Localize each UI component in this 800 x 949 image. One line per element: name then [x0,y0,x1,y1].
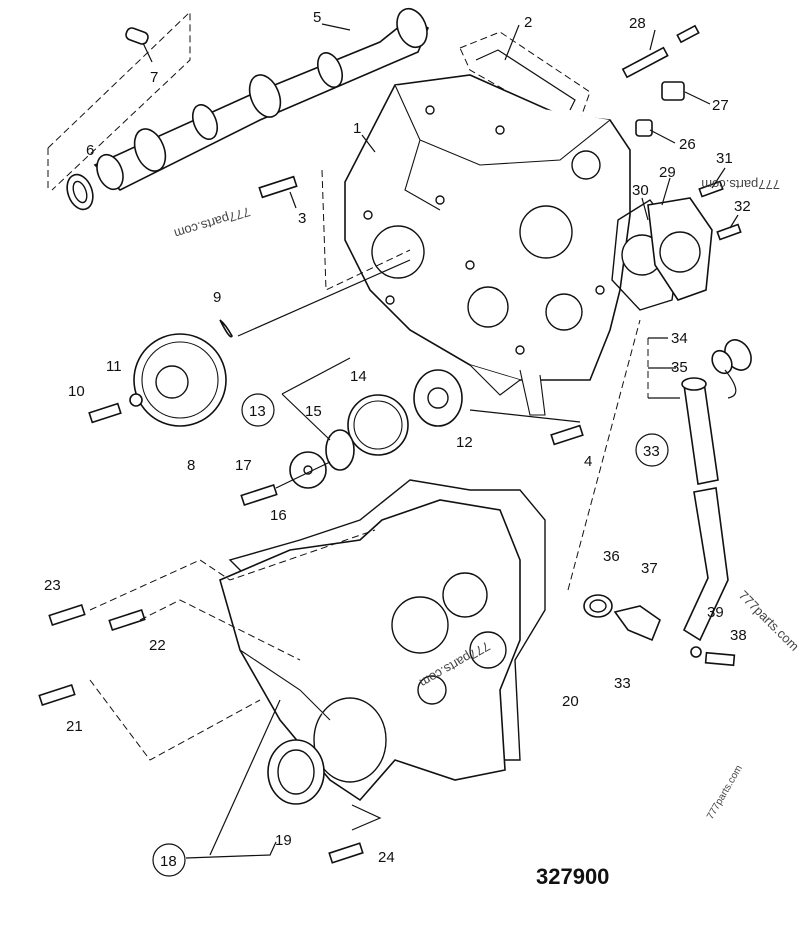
bolt-4 [550,424,584,446]
label-33-circle: 33 [643,443,660,460]
front-cover [219,499,521,802]
label-23: 23 [44,577,61,594]
label-34: 34 [671,330,688,347]
front-cover-group [219,479,546,802]
label-12: 12 [456,434,473,451]
camshaft-group [47,7,430,211]
camshaft-end [396,7,428,49]
pipe-upper [683,381,719,485]
label-11: 11 [106,358,122,375]
ring-15 [325,429,355,471]
key-9 [219,319,233,338]
label-29: 29 [659,164,676,181]
label-8: 8 [187,457,195,474]
pin-28-end [676,24,700,44]
bolt-24 [328,842,364,864]
dowel-pin [125,27,149,45]
label-38: 38 [730,627,747,644]
label-32: 32 [734,198,751,215]
label-20: 20 [562,693,579,710]
case-bore [571,150,601,180]
thrust-washer-hole [72,180,88,204]
label-39: 39 [707,604,724,621]
label-10: 10 [68,383,85,400]
label-18: 18 [160,853,177,870]
camshaft-journal [248,74,282,118]
plug-26 [635,119,653,137]
idler-gear-group [88,259,411,427]
washer-39 [690,646,702,658]
pipe-mouth [681,377,707,391]
bolt-31 [698,180,724,198]
label-36: 36 [603,548,620,565]
bolt-23 [48,603,86,627]
label-7: 7 [150,69,158,86]
label-19: 19 [275,832,292,849]
watermark-top-left: 777parts.com [172,204,252,241]
label-1: 1 [353,120,361,137]
timing-case [344,74,631,416]
label-6: 6 [86,142,94,159]
case-bore [371,225,425,279]
pipe-lower [682,487,729,642]
label-16: 16 [270,507,287,524]
camshaft-journal [133,128,167,172]
callout-circle-13 [241,393,275,427]
label-14: 14 [350,368,367,385]
case-bore [545,293,583,331]
filler-pipe-assembly [647,337,752,642]
label-2: 2 [524,14,532,31]
bolt-17 [240,483,278,507]
sensor-27 [661,81,685,101]
bolt-22 [108,608,146,632]
camshaft-nose [96,153,124,191]
bolt-10 [88,402,122,424]
label-22: 22 [149,637,166,654]
case-bore [519,205,573,259]
label-24: 24 [378,849,395,866]
label-33: 33 [614,675,631,692]
label-35: 35 [671,359,688,376]
label-13: 13 [249,403,266,420]
label-28: 28 [629,15,646,32]
flange-37 [613,605,661,642]
callout-circle-33 [635,433,669,467]
label-9: 9 [213,289,221,306]
label-3: 3 [298,210,306,227]
case-bore [467,286,509,328]
bolt-21 [38,683,76,707]
bolt-3 [258,175,298,199]
bolt-38 [704,651,736,667]
pin-28 [621,46,669,79]
washer-11 [129,393,143,407]
label-30: 30 [632,182,649,199]
label-15: 15 [305,403,322,420]
gasket-2-edge [475,49,576,111]
callout-circle-18 [152,843,186,877]
watermark-bottom-right: 777parts.com [705,764,745,822]
bolt-32 [716,223,742,241]
label-26: 26 [679,136,696,153]
label-37: 37 [641,560,658,577]
label-4: 4 [584,453,592,470]
gasket-30 [611,199,681,311]
cap-seal [711,349,733,375]
watermark-top-right: 777parts.com [701,177,780,192]
drawing-number: 327900 [536,864,609,889]
label-27: 27 [712,97,729,114]
camshaft-lobe [191,104,219,140]
label-17: 17 [235,457,252,474]
label-31: 31 [716,150,733,167]
label-5: 5 [313,9,321,26]
label-21: 21 [66,718,83,735]
camshaft-lobe [316,52,344,88]
crank-gear-group [240,357,463,507]
